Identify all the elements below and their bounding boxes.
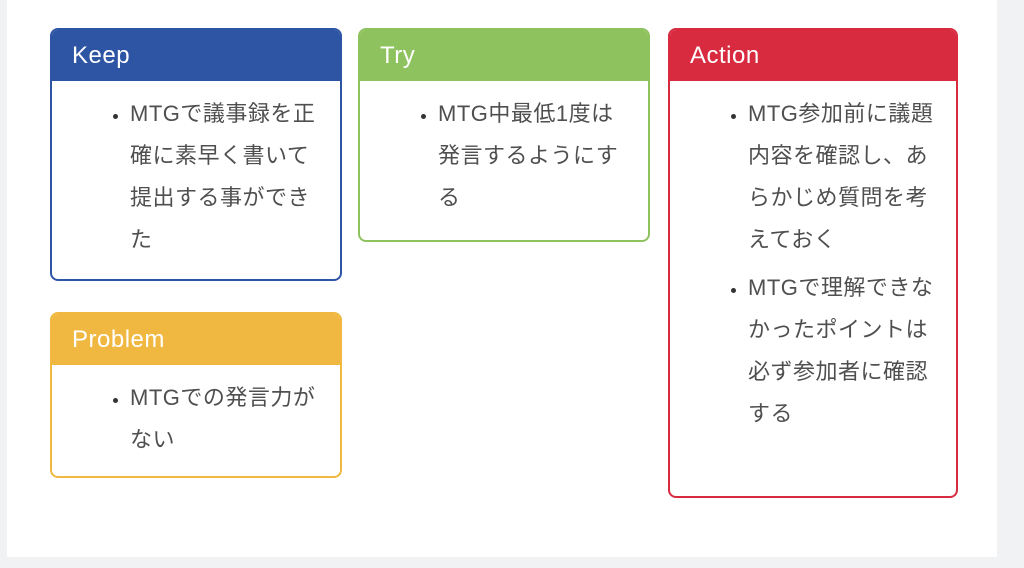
try-card-title: Try <box>380 41 416 69</box>
try-card-header: Try <box>360 30 648 81</box>
card-item: MTGで議事録を正確に素早く書いて提出する事ができた <box>130 93 320 261</box>
action-card-title: Action <box>690 41 760 69</box>
card-item: MTGでの発言力がない <box>130 377 320 461</box>
card-item: MTG参加前に議題内容を確認し、あらかじめ質問を考えておく <box>748 93 936 261</box>
problem-card-list: MTGでの発言力がない <box>86 377 320 461</box>
kpt-board-panel: Keep MTGで議事録を正確に素早く書いて提出する事ができた Try MTG中… <box>7 0 997 557</box>
keep-card-title: Keep <box>72 41 131 69</box>
try-card-body: MTG中最低1度は発言するようにする <box>360 81 648 237</box>
problem-card-body: MTGでの発言力がない <box>52 365 340 476</box>
keep-card-header: Keep <box>52 30 340 81</box>
keep-card-body: MTGで議事録を正確に素早く書いて提出する事ができた <box>52 81 340 279</box>
action-card-list: MTG参加前に議題内容を確認し、あらかじめ質問を考えておくMTGで理解できなかっ… <box>704 93 936 435</box>
card-item: MTGで理解できなかったポイントは必ず参加者に確認する <box>748 267 936 435</box>
problem-card: Problem MTGでの発言力がない <box>50 312 342 478</box>
action-card-header: Action <box>670 30 956 81</box>
problem-card-title: Problem <box>72 325 165 353</box>
try-card-list: MTG中最低1度は発言するようにする <box>394 93 628 219</box>
keep-card-list: MTGで議事録を正確に素早く書いて提出する事ができた <box>86 93 320 261</box>
card-item: MTG中最低1度は発言するようにする <box>438 93 628 219</box>
try-card: Try MTG中最低1度は発言するようにする <box>358 28 650 242</box>
problem-card-header: Problem <box>52 314 340 365</box>
keep-card: Keep MTGで議事録を正確に素早く書いて提出する事ができた <box>50 28 342 281</box>
action-card: Action MTG参加前に議題内容を確認し、あらかじめ質問を考えておくMTGで… <box>668 28 958 498</box>
action-card-body: MTG参加前に議題内容を確認し、あらかじめ質問を考えておくMTGで理解できなかっ… <box>670 81 956 453</box>
